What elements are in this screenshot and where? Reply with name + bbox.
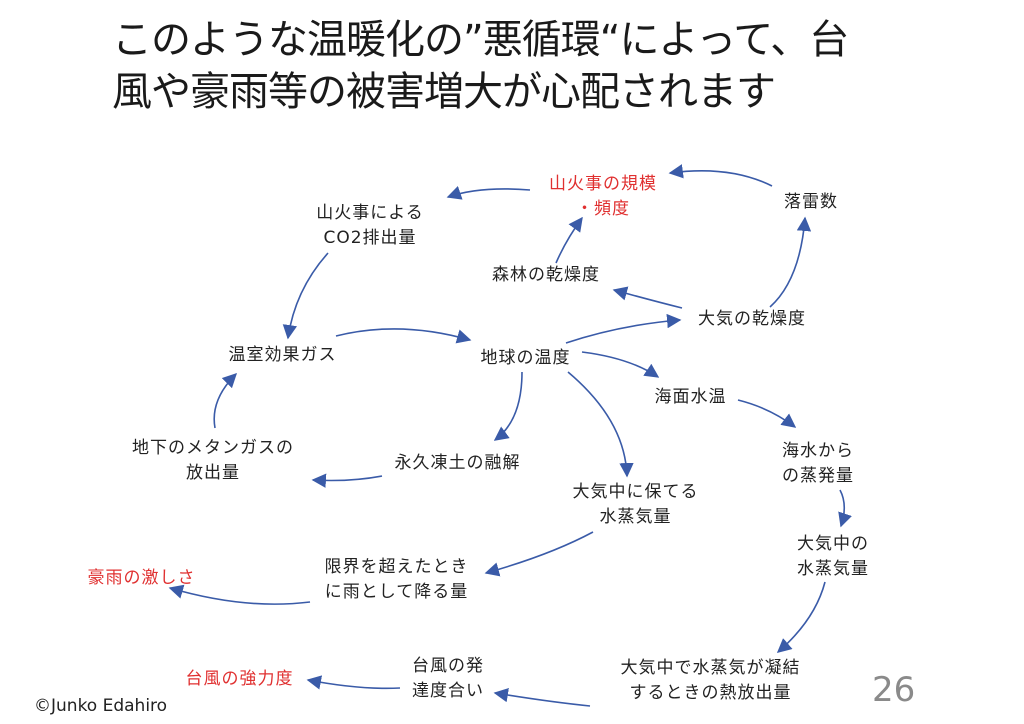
arrow-typhoon-to-strength	[306, 675, 401, 690]
arrow-air-to-lightning	[769, 216, 812, 308]
slide-title-line-1: このような温暖化の”悪循環“によって、台	[112, 17, 849, 63]
node-air-dryness: 大気の乾燥度	[698, 309, 806, 329]
arrow-permafrost-to-methane	[311, 473, 383, 488]
arrow-temp-to-permafrost	[493, 371, 523, 441]
page-number: 26	[872, 670, 916, 710]
arrow-temp-to-sea	[581, 351, 660, 378]
arrow-rain-to-heavy	[168, 584, 311, 605]
arrow-air-to-forest	[612, 286, 683, 309]
arrow-wildfire-to-co2	[446, 185, 531, 200]
node-greenhouse-gas: 温室効果ガス	[228, 345, 337, 365]
node-methane-release: 地下のメタンガスの 放出量	[132, 438, 294, 483]
arrow-lightning-to-wildfire	[668, 164, 773, 187]
node-forest-dryness: 森林の乾燥度	[492, 265, 600, 285]
node-wildfire-co2-emissions: 山火事による CO2排出量	[316, 203, 424, 248]
node-typhoon-development: 台風の発 達度合い	[412, 656, 484, 701]
node-lightning-count: 落雷数	[784, 192, 838, 212]
slide-title: このような温暖化の”悪循環“によって、台 風や豪雨等の被害増大が心配されます	[112, 14, 972, 118]
node-heavy-rain-intensity: 豪雨の激しさ	[87, 568, 196, 588]
node-condensation-heat-release: 大気中で水蒸気が凝結 するときの熱放出量	[620, 658, 801, 703]
arrow-temp-to-capacity	[567, 371, 634, 478]
slide-title-line-2: 風や豪雨等の被害増大が心配されます	[112, 69, 776, 115]
arrow-forest-to-wildfire	[555, 216, 583, 264]
node-atmospheric-water-vapor: 大気中の 水蒸気量	[797, 534, 869, 579]
arrow-temp-to-air	[565, 313, 682, 344]
arrow-vapor-to-condensation	[776, 581, 826, 653]
arrow-co2-to-ghg	[282, 252, 329, 340]
node-earth-temperature: 地球の温度	[480, 348, 571, 368]
node-atmosphere-vapor-capacity: 大気中に保てる 水蒸気量	[572, 482, 699, 527]
node-sea-surface-temperature: 海面水温	[654, 387, 727, 407]
copyright-notice: ©Junko Edahiro	[34, 696, 168, 716]
arrow-capacity-to-rain	[484, 531, 594, 577]
node-typhoon-strength: 台風の強力度	[185, 669, 294, 689]
node-permafrost-thaw: 永久凍土の融解	[394, 453, 521, 473]
node-seawater-evaporation: 海水から の蒸発量	[782, 441, 854, 486]
node-rainfall-over-limit: 限界を超えたとき に雨として降る量	[324, 557, 469, 602]
arrow-methane-to-ghg	[213, 372, 238, 429]
arrow-evap-to-vapor	[838, 489, 852, 528]
arrow-sea-to-evap	[737, 399, 797, 428]
arrow-condensation-to-typhoon	[493, 687, 591, 707]
arrow-ghg-to-temp	[335, 328, 472, 344]
node-wildfire-scale-frequency: 山火事の規模 ・頻度	[549, 174, 657, 219]
